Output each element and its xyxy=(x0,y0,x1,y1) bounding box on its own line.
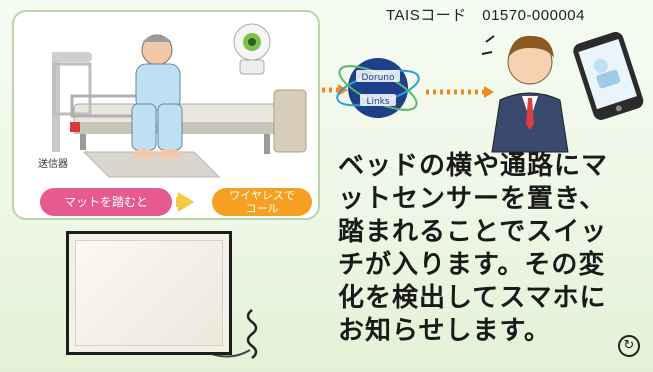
description-line: ベッドの横や通路にマ xyxy=(338,151,609,181)
step-wireless-line1: ワイヤレスで xyxy=(229,189,295,202)
description-line: ットセンサーを置き、 xyxy=(338,184,607,214)
person-body xyxy=(135,63,181,111)
description-text: ベッドの横や通路にマ ットセンサーを置き、 踏まれることでスイッ チが入ります。… xyxy=(338,150,638,348)
bed-footboard xyxy=(273,89,307,153)
bed-scene-illustration xyxy=(52,23,307,178)
step-mat-pill: マットを踏むと xyxy=(40,188,172,216)
floor-mat-shape xyxy=(82,151,221,178)
smartphone-icon xyxy=(573,31,644,120)
tais-code: TAISコード 01570-000004 xyxy=(386,7,585,24)
staff-person-body xyxy=(491,92,569,153)
transmitter-label: 送信器 xyxy=(38,159,68,170)
globe-icon xyxy=(348,58,408,118)
step-arrow-icon xyxy=(178,192,194,212)
description-line: お知らせします。 xyxy=(338,316,551,346)
step-wireless-line2: コール xyxy=(245,202,279,215)
logo-text-bottom: Links xyxy=(366,97,389,107)
mat-plug xyxy=(246,309,258,359)
staff-person-head xyxy=(507,39,553,85)
description-line: チが入ります。その変 xyxy=(338,250,606,280)
mat-sensor-surface xyxy=(75,240,223,346)
illustration-frame: 送信器 マットを踏むと ワイヤレスで コール xyxy=(12,10,320,220)
bed-headboard-post xyxy=(52,52,60,152)
transmitter-device xyxy=(70,122,80,132)
description-line: 踏まれることでスイッ xyxy=(338,217,608,247)
step-wireless-pill: ワイヤレスで コール xyxy=(212,188,312,216)
arrow-circle-icon[interactable]: ↻ xyxy=(618,335,640,357)
mat-sensor-photo xyxy=(66,231,232,355)
description-line: 化を検出してスマホに xyxy=(338,283,607,313)
logo-text-top: Doruno xyxy=(361,73,395,83)
